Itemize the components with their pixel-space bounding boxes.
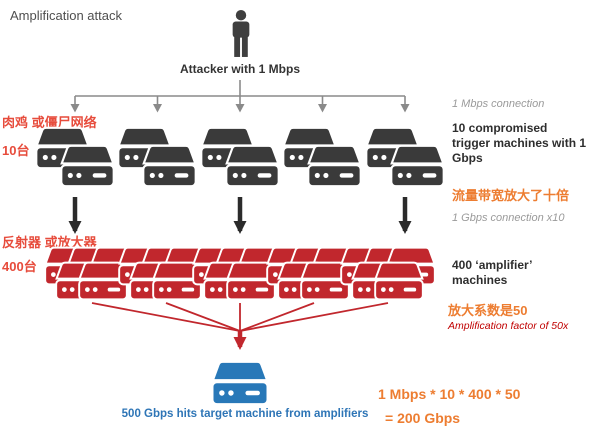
attacker-branch-lines — [70, 80, 410, 113]
amplifier-machines-label: 400 ‘amplifier’ machines — [452, 258, 532, 287]
botnet-count-label: 10台 — [2, 143, 30, 158]
amplifier-cluster — [340, 246, 436, 302]
attacker-person-icon — [228, 10, 254, 63]
server-icon — [142, 144, 197, 188]
trigger-machine-pair — [35, 126, 115, 188]
server-icon — [390, 144, 445, 188]
trigger-machines-label: 10 compromised trigger machines with 1 G… — [452, 121, 587, 165]
attacker-label: Attacker with 1 Mbps — [179, 62, 301, 76]
server-icon — [307, 144, 362, 188]
trigger-machine-pair — [282, 126, 362, 188]
factor-en-label: Amplification factor of 50x — [448, 320, 569, 332]
factor-cn-label: 放大系数是50 — [448, 303, 528, 318]
amplify-cn-label: 流量带宽放大了十倍 — [452, 188, 570, 203]
server-icon — [60, 144, 115, 188]
trigger-machine-pair — [365, 126, 445, 188]
server-icon — [374, 261, 424, 301]
server-icon — [225, 144, 280, 188]
calc-line1: 1 Mbps * 10 * 400 * 50 — [378, 386, 521, 402]
trigger-machine-pair — [200, 126, 280, 188]
botnet-cn-label: 肉鸡 或僵尸网络 — [2, 115, 97, 130]
connection-1mbps-label: 1 Mbps connection — [452, 98, 545, 110]
diagram-title: Amplification attack — [10, 8, 122, 23]
reflector-count-label: 400台 — [2, 259, 37, 274]
trigger-to-amplifier-arrows — [68, 197, 412, 234]
target-machine-icon — [211, 360, 269, 406]
trigger-machine-pair — [117, 126, 197, 188]
calc-line2: = 200 Gbps — [385, 410, 461, 426]
reflector-cn-label: 反射器 或放大器 — [2, 235, 97, 250]
server-icon — [211, 360, 269, 406]
connection-1gbps-label: 1 Gbps connection x10 — [452, 212, 565, 224]
amplifier-converge-lines — [91, 302, 389, 332]
target-caption: 500 Gbps hits target machine from amplif… — [121, 408, 369, 420]
